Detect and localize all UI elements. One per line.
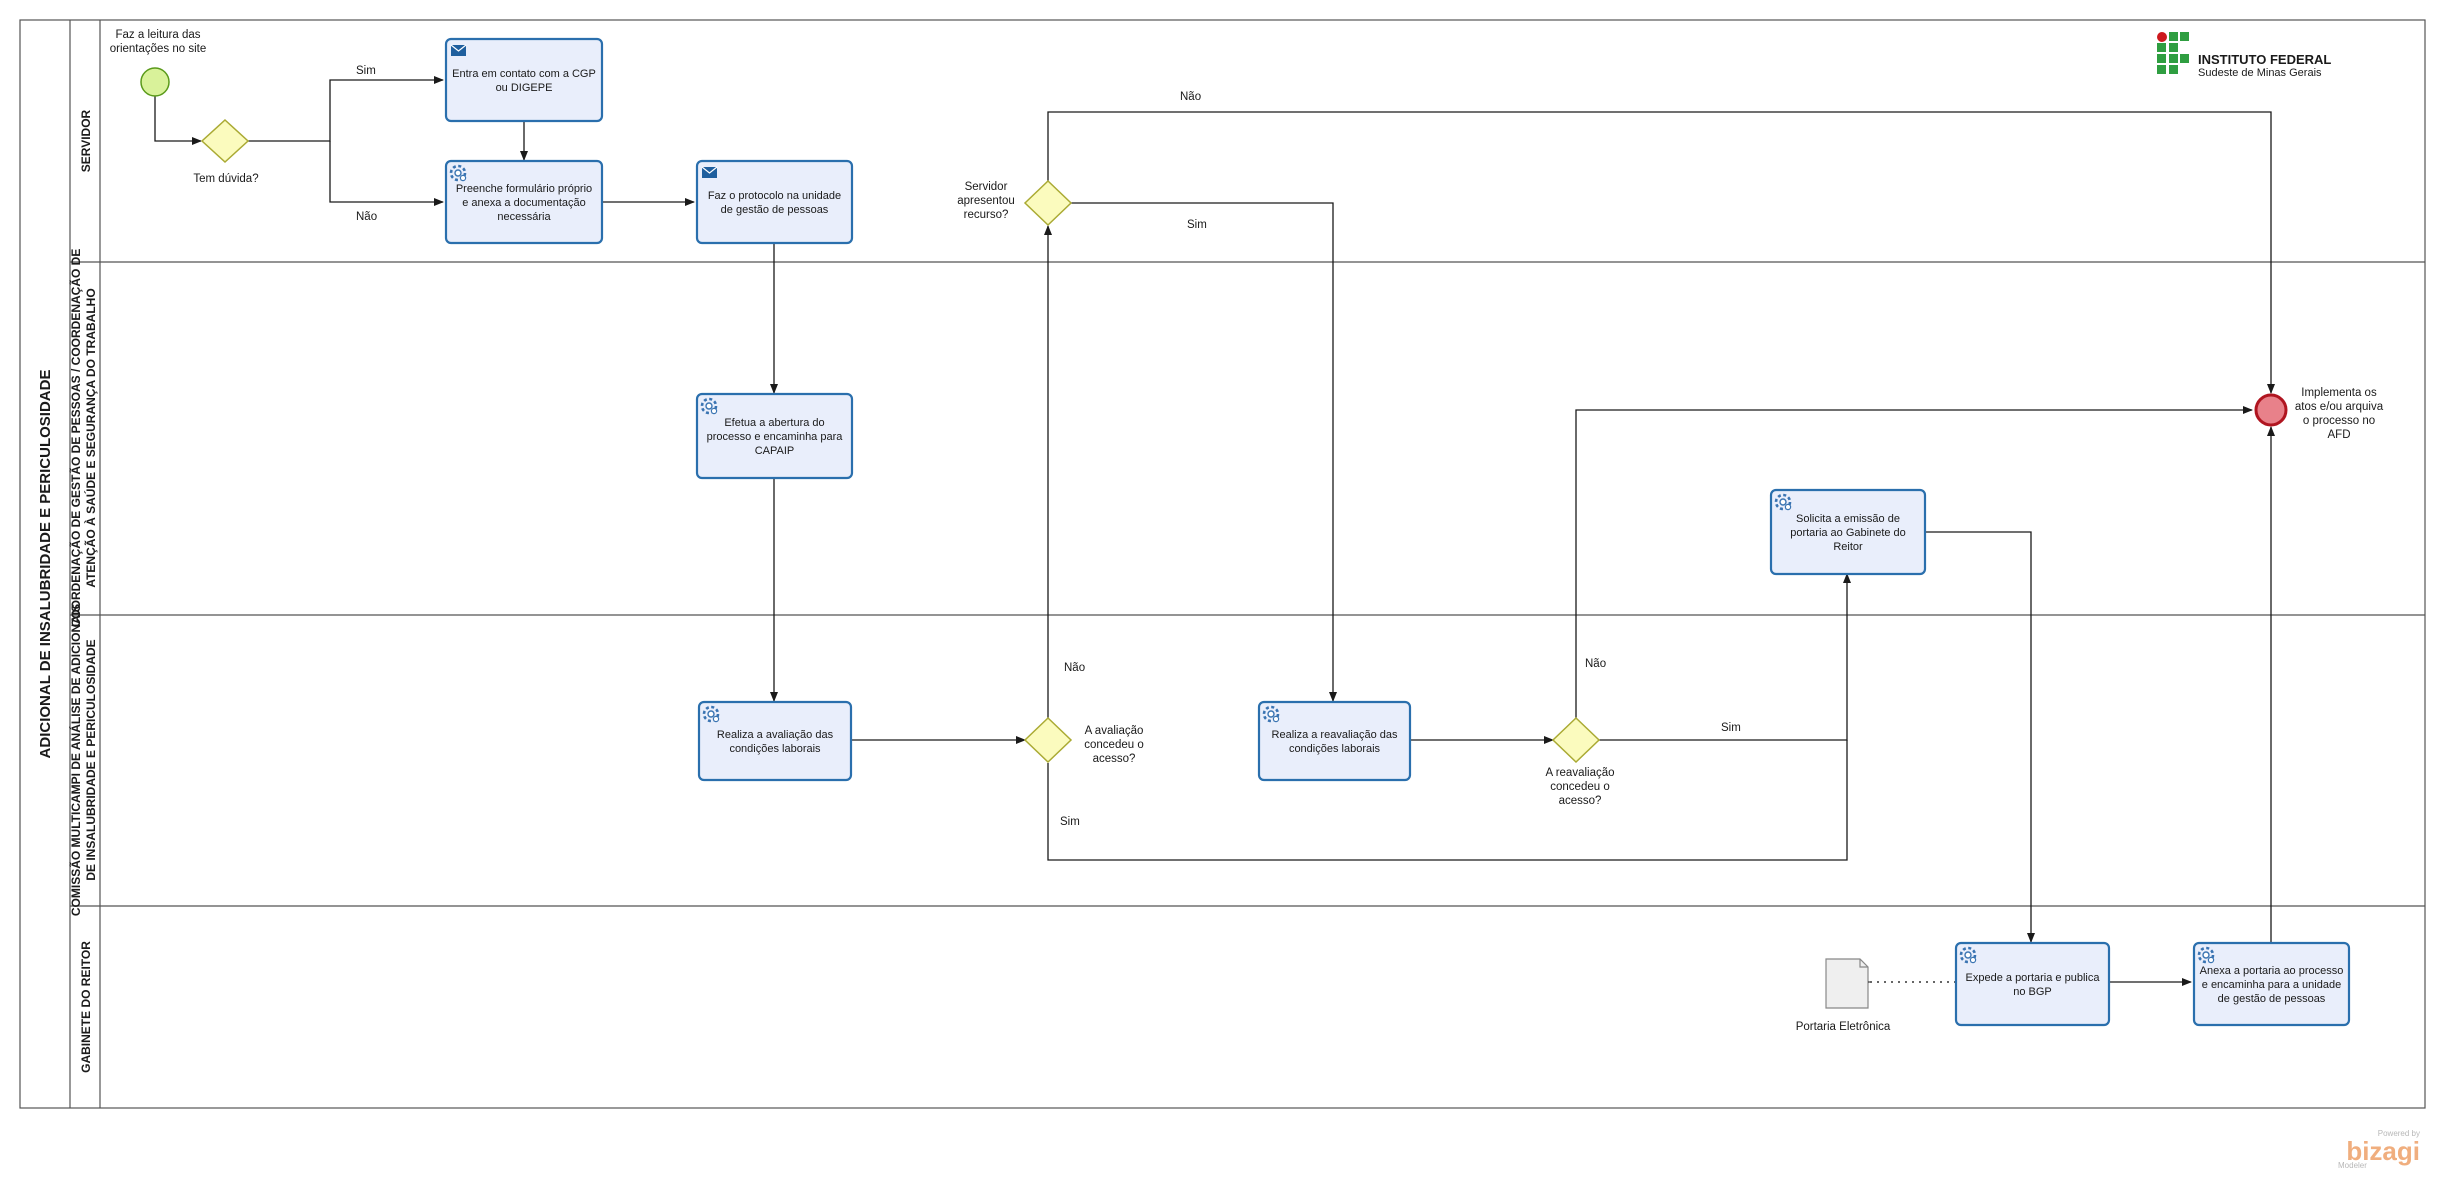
lane-title-servidor: SERVIDOR (79, 109, 93, 172)
gateway-avaliacao[interactable] (1023, 716, 1073, 764)
gateway-tem-duvida[interactable] (200, 118, 250, 164)
flow-label-g1-no: Não (356, 211, 377, 223)
institute-logo: INSTITUTO FEDERAL Sudeste de Minas Gerai… (2157, 32, 2331, 79)
pool-title: ADICIONAL DE INSALUBRIDADE E PERICULOSID… (37, 370, 54, 759)
brand-name: INSTITUTO FEDERAL (2198, 52, 2331, 67)
document-artifact[interactable] (1825, 958, 1869, 1009)
sequence-flows (154, 76, 2275, 982)
pool: ADICIONAL DE INSALUBRIDADE E PERICULOSID… (19, 19, 2426, 1109)
flow-g2-no-to-end (1047, 111, 2275, 394)
flow-g4-yes-to-t7 (1599, 573, 1851, 741)
end-event[interactable] (2254, 393, 2288, 427)
lane-title-comissao: COMISSÃO MULTICAMPI DE ANÁLISE DE ADICIO… (68, 604, 98, 916)
watermark-powered: Powered by (2378, 1129, 2420, 1138)
flow-g3-yes-to-t7 (1047, 740, 1848, 861)
envelope-icon (450, 44, 467, 56)
gear-icon (1959, 946, 1977, 964)
document-artifact-label: Portaria Eletrônica (1796, 1021, 1891, 1033)
flow-g1-to-t1 (248, 76, 444, 142)
watermark-sub: Modeler (2338, 1161, 2367, 1170)
gateway-reavaliacao[interactable] (1551, 716, 1601, 764)
flow-g2-yes-to-t6 (1071, 202, 1337, 702)
flow-label-g3-yes: Sim (1060, 816, 1080, 828)
gateway-servidor-recurso[interactable] (1023, 179, 1073, 227)
lane-titles: SERVIDOR COORDENAÇÃO DE GESTÃO DE PESSOA… (68, 109, 98, 1072)
lane-title-gabinete: GABINETE DO REITOR (79, 941, 93, 1073)
flow-g1-to-t2 (329, 141, 444, 206)
gear-icon (700, 397, 718, 415)
flow-label-g4-yes: Sim (1721, 722, 1741, 734)
flow-label-g1-yes: Sim (356, 65, 376, 77)
gear-icon (449, 164, 467, 182)
flow-g4-no-to-end (1575, 406, 2253, 718)
flow-label-g3-no: Não (1064, 662, 1085, 674)
lane-title-coordenacao: COORDENAÇÃO DE GESTÃO DE PESSOAS / COORD… (68, 249, 98, 628)
flow-label-g2-yes: Sim (1187, 219, 1207, 231)
gear-icon (702, 705, 720, 723)
flow-label-g4-no: Não (1585, 658, 1606, 670)
start-event[interactable] (140, 67, 170, 97)
bizagi-watermark: Powered by bizagi Modeler (2338, 1129, 2420, 1170)
flow-label-g2-no: Não (1180, 91, 1201, 103)
flow-t7-to-t8 (1925, 531, 2035, 943)
brand-sub: Sudeste de Minas Gerais (2198, 67, 2322, 79)
gateway-tem-duvida-label: Tem dúvida? (193, 173, 258, 185)
gear-icon (2197, 946, 2215, 964)
flow-start-to-g1 (154, 96, 202, 145)
flow-labels: Sim Não Não Sim Não Sim Não Sim (356, 65, 1741, 828)
envelope-icon (701, 166, 718, 178)
gear-icon (1774, 493, 1792, 511)
pool-border (19, 19, 2426, 1109)
watermark-name: bizagi (2346, 1136, 2420, 1166)
gear-icon (1262, 705, 1280, 723)
